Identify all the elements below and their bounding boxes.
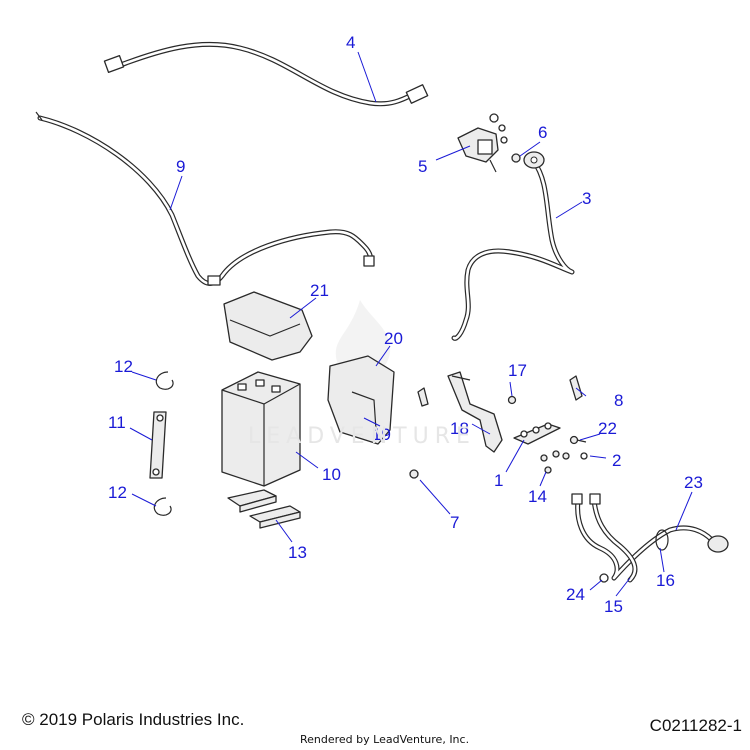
part-1-terminal-block — [513, 422, 561, 445]
callout-13[interactable]: 13 — [288, 543, 307, 562]
callout-16[interactable]: 16 — [656, 571, 675, 590]
callout-1[interactable]: 1 — [494, 471, 504, 490]
callout-10[interactable]: 10 — [322, 465, 341, 484]
part-23-harness — [571, 493, 729, 583]
part-14-screws — [540, 450, 570, 474]
callout-14[interactable]: 14 — [528, 487, 547, 506]
part-4-cable — [103, 41, 429, 107]
part-2-washer — [580, 452, 588, 460]
part-20-shield — [327, 355, 395, 445]
callout-12-top[interactable]: 12 — [114, 357, 133, 376]
part-21-battery-cover — [223, 291, 313, 361]
callout-20[interactable]: 20 — [384, 329, 403, 348]
part-10-battery — [221, 371, 301, 487]
callout-7[interactable]: 7 — [450, 513, 460, 532]
part-9-cable — [35, 111, 375, 286]
callout-5[interactable]: 5 — [418, 157, 428, 176]
copyright-text: © 2019 Polaris Industries Inc. — [22, 710, 245, 729]
callout-19[interactable]: 19 — [372, 425, 391, 444]
watermark-logo — [335, 300, 391, 378]
callout-8[interactable]: 8 — [614, 391, 624, 410]
callout-12-bottom[interactable]: 12 — [108, 483, 127, 502]
callout-17[interactable]: 17 — [508, 361, 527, 380]
callout-4[interactable]: 4 — [346, 33, 356, 52]
callout-24[interactable]: 24 — [566, 585, 585, 604]
part-12-clip-top — [155, 371, 174, 390]
part-18-bracket — [447, 371, 503, 453]
callout-23[interactable]: 23 — [684, 473, 703, 492]
callout-21[interactable]: 21 — [310, 281, 329, 300]
callout-15[interactable]: 15 — [604, 597, 623, 616]
callout-6[interactable]: 6 — [538, 123, 548, 142]
callout-22[interactable]: 22 — [598, 419, 617, 438]
rendered-by-text: Rendered by LeadVenture, Inc. — [300, 733, 470, 746]
diagram-id: C0211282-1 — [649, 716, 742, 735]
callout-2[interactable]: 2 — [612, 451, 622, 470]
part-11-strap — [149, 411, 167, 479]
watermark-text: LEADVENTURE — [248, 424, 476, 449]
part-19-bolt — [417, 387, 429, 407]
callout-9[interactable]: 9 — [176, 157, 186, 176]
callout-11[interactable]: 11 — [108, 413, 126, 432]
part-12-clip-bottom — [153, 497, 172, 516]
part-6-nut — [511, 153, 521, 163]
leader-lines — [129, 51, 693, 597]
part-5-relay — [457, 113, 508, 173]
part-7-nut — [409, 469, 419, 479]
callout-3[interactable]: 3 — [582, 189, 592, 208]
callout-18[interactable]: 18 — [450, 419, 469, 438]
part-13-pads — [227, 489, 301, 529]
part-3-cable — [451, 151, 575, 341]
part-22-screw — [569, 435, 587, 445]
part-17-nut — [507, 395, 517, 405]
